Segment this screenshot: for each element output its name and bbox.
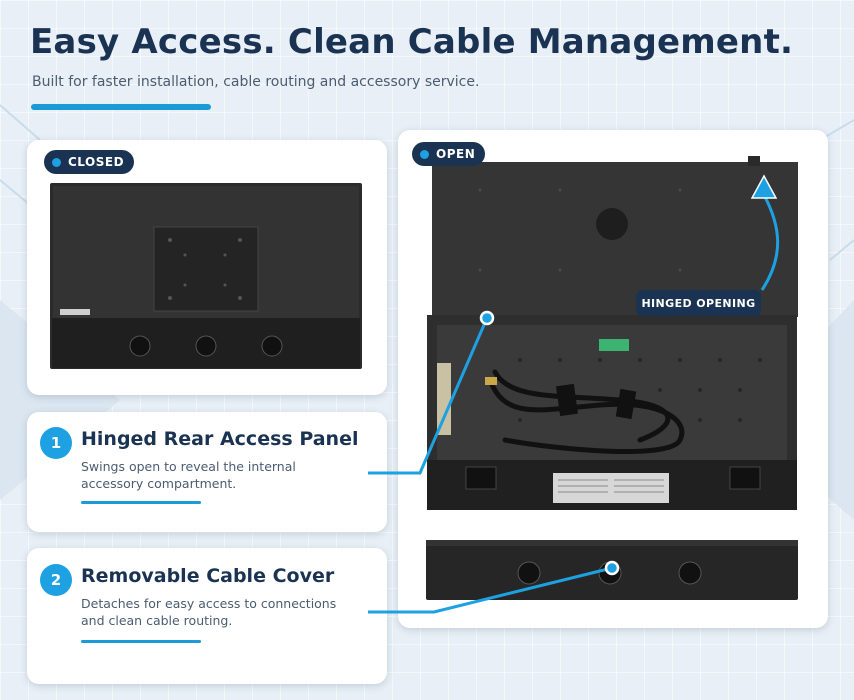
hinged-opening-label: HINGED OPENING (636, 290, 761, 316)
feature-underline-2 (81, 640, 201, 643)
closed-badge: CLOSED (44, 150, 135, 174)
badge-dot-icon (52, 157, 61, 167)
open-monitor-image (427, 156, 798, 510)
feature-card-hinged-panel (27, 412, 387, 532)
closed-monitor-image (50, 183, 362, 369)
page-subtitle: Built for faster installation, cable rou… (32, 74, 480, 90)
feature-number-1: 1 (40, 427, 72, 459)
feature-title-1: Hinged Rear Access Panel (81, 428, 359, 450)
feature-description-1: Swings open to reveal the internal acces… (81, 459, 296, 491)
title-underline (31, 104, 211, 110)
open-badge-label: OPEN (436, 147, 476, 161)
closed-badge-label: CLOSED (68, 155, 125, 169)
badge-dot-icon (420, 149, 429, 159)
feature-card-cable-cover (27, 548, 387, 684)
feature-number-2: 2 (40, 564, 72, 596)
cable-cover-image (426, 540, 798, 600)
feature-description-2: Detaches for easy access to connections … (81, 596, 337, 628)
feature-underline-1 (81, 501, 201, 504)
feature-title-2: Removable Cable Cover (81, 565, 335, 587)
open-badge: OPEN (412, 142, 486, 166)
page-title: Easy Access. Clean Cable Management. (30, 22, 794, 62)
